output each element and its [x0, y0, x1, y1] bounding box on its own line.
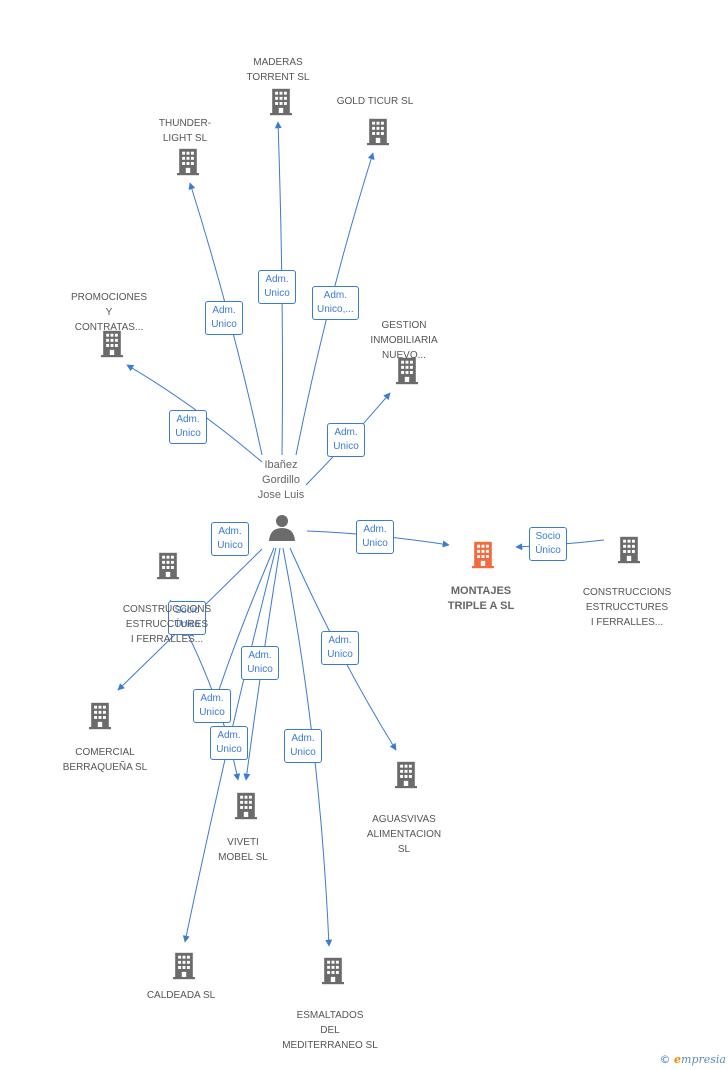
building-icon-construccions_right[interactable] [618, 536, 640, 564]
company-label-promociones[interactable]: PROMOCIONES Y CONTRATAS... [70, 292, 148, 333]
company-label-construccions_right[interactable]: CONSTRUCCIONS ESTRUCCTURES I FERRALLES..… [582, 587, 672, 628]
edge-label-person-esmaltados[interactable]: Adm. Unico [284, 729, 322, 763]
brand-name: mpresia [681, 1053, 726, 1066]
company-label-caldeada[interactable]: CALDEADA SL [146, 990, 216, 1001]
building-icon-viveti[interactable] [235, 792, 257, 820]
empresia-logo[interactable]: © empresia [660, 1053, 726, 1066]
company-label-gestion[interactable]: GESTION INMOBILIARIA NUEVO... [370, 320, 438, 361]
edge-label-person-promociones[interactable]: Adm. Unico [169, 410, 207, 444]
edge-label-person-gestion[interactable]: Adm. Unico [327, 423, 365, 457]
edge-label-person-goldticur[interactable]: Adm. Unico,... [312, 286, 359, 320]
building-icon-construccions_left[interactable] [157, 552, 179, 580]
edge-label-person-thunder[interactable]: Adm. Unico [205, 301, 243, 335]
building-icon-maderas[interactable] [270, 88, 292, 116]
edge-label-person-viveti[interactable]: Adm. Unico [241, 646, 279, 680]
building-icon-thunder[interactable] [177, 148, 199, 176]
edge-label-person-construccions_left[interactable]: Adm. Unico [193, 689, 231, 723]
building-icon-goldticur[interactable] [367, 118, 389, 146]
edge-label-person-maderas[interactable]: Adm. Unico [258, 270, 296, 304]
building-icon-esmaltados[interactable] [322, 957, 344, 985]
company-label-thunder[interactable]: THUNDER- LIGHT SL [158, 118, 212, 144]
person-icon[interactable] [269, 515, 295, 541]
company-label-viveti[interactable]: VIVETI MOBEL SL [218, 837, 268, 863]
company-label-construccions_left[interactable]: CONSTRUCCIONS ESTRUCCTURES I FERRALLES..… [122, 604, 212, 645]
building-icon-montajes[interactable] [472, 541, 494, 569]
person-name-label[interactable]: Ibañez Gordillo Jose Luis [257, 459, 305, 501]
copyright-icon: © [659, 1053, 671, 1066]
edge-label-construccions_right-montajes[interactable]: Socio Único [529, 527, 567, 561]
edge-label-person-aguasvivas[interactable]: Adm. Unico [321, 631, 359, 665]
edge-label-person-comercial[interactable]: Adm. Unico [211, 522, 249, 556]
company-label-maderas[interactable]: MADERAS TORRENT SL [246, 57, 310, 83]
edge-label-person-montajes[interactable]: Adm. Unico [356, 520, 394, 554]
brand-first-letter: e [674, 1053, 682, 1066]
company-label-esmaltados[interactable]: ESMALTADOS DEL MEDITERRANEO SL [282, 1010, 378, 1051]
building-icon-comercial[interactable] [89, 702, 111, 730]
building-icon-aguasvivas[interactable] [395, 761, 417, 789]
company-label-aguasvivas[interactable]: AGUASVIVAS ALIMENTACION SL [366, 814, 442, 855]
edge-person-promociones [126, 364, 263, 463]
company-label-montajes[interactable]: MONTAJES TRIPLE A SL [447, 585, 515, 612]
company-label-goldticur[interactable]: GOLD TICUR SL [336, 96, 414, 107]
building-icon-caldeada[interactable] [173, 952, 195, 980]
edge-label-person-caldeada[interactable]: Adm. Unico [210, 726, 248, 760]
company-label-comercial[interactable]: COMERCIAL BERRAQUEÑA SL [62, 747, 148, 773]
edge-label-construccions_left-viveti[interactable]: Socio Único [168, 601, 206, 635]
